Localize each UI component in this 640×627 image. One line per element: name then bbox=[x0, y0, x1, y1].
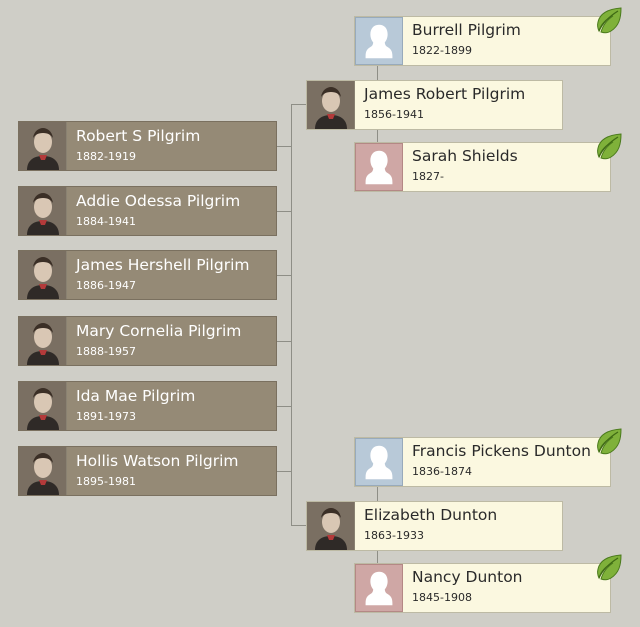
connector bbox=[277, 146, 291, 147]
person-name: Ida Mae Pilgrim bbox=[76, 387, 196, 405]
connector bbox=[377, 549, 378, 564]
person-photo bbox=[19, 447, 67, 495]
person-name: Hollis Watson Pilgrim bbox=[76, 452, 239, 470]
person-photo bbox=[19, 317, 67, 365]
connector bbox=[291, 104, 306, 105]
person-photo bbox=[19, 251, 67, 299]
female-silhouette-icon bbox=[355, 564, 403, 612]
person-dates: 1856-1941 bbox=[364, 108, 424, 121]
maternal-grandfather-card[interactable]: Francis Pickens Dunton 1836-1874 bbox=[354, 437, 611, 487]
connector bbox=[377, 129, 378, 143]
person-name: Addie Odessa Pilgrim bbox=[76, 192, 241, 210]
person-name: Robert S Pilgrim bbox=[76, 127, 201, 145]
child-card[interactable]: Robert S Pilgrim 1882-1919 bbox=[18, 121, 277, 171]
paternal-grandmother-card[interactable]: Sarah Shields 1827- bbox=[354, 142, 611, 192]
child-card[interactable]: Mary Cornelia Pilgrim 1888-1957 bbox=[18, 316, 277, 366]
person-name: Francis Pickens Dunton bbox=[412, 442, 591, 460]
female-silhouette-icon bbox=[355, 143, 403, 191]
leaf-hint-icon[interactable] bbox=[594, 552, 624, 582]
leaf-hint-icon[interactable] bbox=[594, 426, 624, 456]
maternal-grandmother-card[interactable]: Nancy Dunton 1845-1908 bbox=[354, 563, 611, 613]
person-dates: 1845-1908 bbox=[412, 591, 472, 604]
person-photo bbox=[307, 502, 355, 550]
connector bbox=[291, 104, 292, 526]
person-photo bbox=[307, 81, 355, 129]
leaf-hint-icon[interactable] bbox=[594, 5, 624, 35]
person-name: James Robert Pilgrim bbox=[364, 85, 526, 103]
person-photo bbox=[19, 122, 67, 170]
male-silhouette-icon bbox=[355, 438, 403, 486]
person-name: Sarah Shields bbox=[412, 147, 518, 165]
person-photo bbox=[19, 187, 67, 235]
person-dates: 1836-1874 bbox=[412, 465, 472, 478]
person-name: Elizabeth Dunton bbox=[364, 506, 498, 524]
connector bbox=[277, 471, 291, 472]
person-dates: 1895-1981 bbox=[76, 475, 136, 488]
child-card[interactable]: Ida Mae Pilgrim 1891-1973 bbox=[18, 381, 277, 431]
person-name: James Hershell Pilgrim bbox=[76, 256, 250, 274]
connector bbox=[277, 211, 291, 212]
mother-card[interactable]: Elizabeth Dunton 1863-1933 bbox=[306, 501, 563, 551]
person-photo bbox=[19, 382, 67, 430]
person-name: Nancy Dunton bbox=[412, 568, 523, 586]
person-name: Burrell Pilgrim bbox=[412, 21, 521, 39]
connector bbox=[377, 66, 378, 80]
child-card[interactable]: Hollis Watson Pilgrim 1895-1981 bbox=[18, 446, 277, 496]
person-dates: 1882-1919 bbox=[76, 150, 136, 163]
child-card[interactable]: Addie Odessa Pilgrim 1884-1941 bbox=[18, 186, 277, 236]
connector bbox=[377, 487, 378, 501]
male-silhouette-icon bbox=[355, 17, 403, 65]
paternal-grandfather-card[interactable]: Burrell Pilgrim 1822-1899 bbox=[354, 16, 611, 66]
connector bbox=[277, 275, 291, 276]
connector bbox=[291, 525, 306, 526]
person-dates: 1822-1899 bbox=[412, 44, 472, 57]
person-dates: 1886-1947 bbox=[76, 279, 136, 292]
person-dates: 1888-1957 bbox=[76, 345, 136, 358]
person-dates: 1884-1941 bbox=[76, 215, 136, 228]
person-dates: 1863-1933 bbox=[364, 529, 424, 542]
father-card[interactable]: James Robert Pilgrim 1856-1941 bbox=[306, 80, 563, 130]
leaf-hint-icon[interactable] bbox=[594, 131, 624, 161]
person-dates: 1827- bbox=[412, 170, 444, 183]
person-name: Mary Cornelia Pilgrim bbox=[76, 322, 242, 340]
connector bbox=[277, 406, 291, 407]
person-dates: 1891-1973 bbox=[76, 410, 136, 423]
child-card[interactable]: James Hershell Pilgrim 1886-1947 bbox=[18, 250, 277, 300]
connector bbox=[277, 341, 291, 342]
